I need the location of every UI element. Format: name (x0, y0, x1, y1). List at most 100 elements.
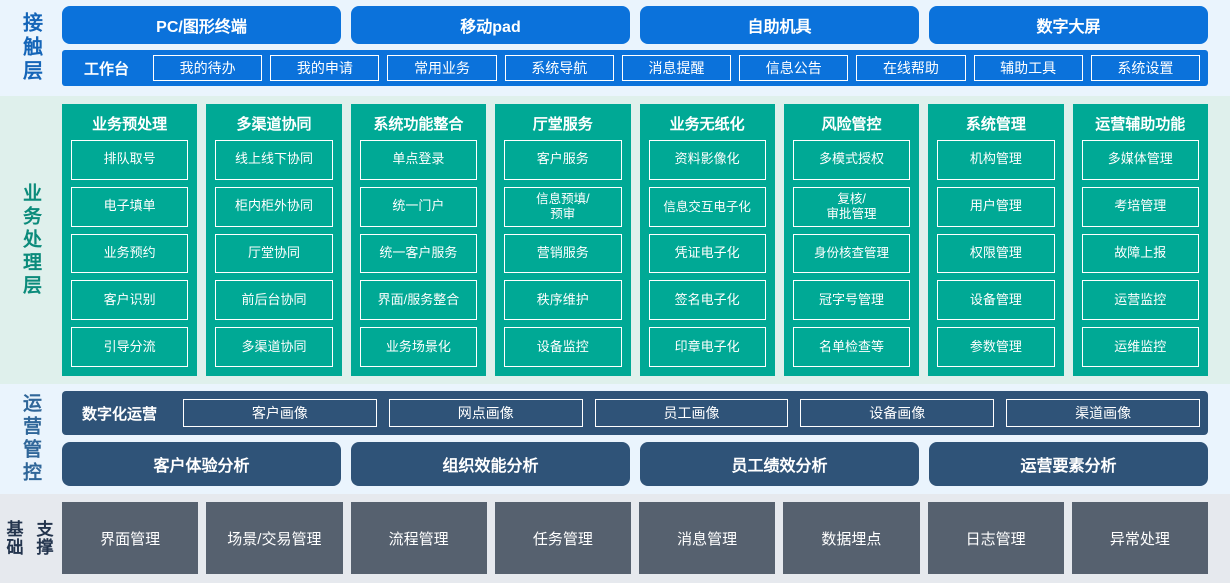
foundation-layer-body: 界面管理 场景/交易管理 流程管理 任务管理 消息管理 数据埋点 日志管理 异常… (60, 494, 1230, 583)
channel-self-service[interactable]: 自助机具 (640, 6, 919, 44)
biz-column-items: 线上线下协同 柜内柜外协同 厅堂协同 前后台协同 多渠道协同 (215, 140, 333, 367)
biz-item-device-monitoring[interactable]: 设备监控 (504, 327, 622, 367)
foundation-message-management[interactable]: 消息管理 (639, 502, 776, 574)
business-columns: 业务预处理 排队取号 电子填单 业务预约 客户识别 引导分流 多渠道协同 线上线… (62, 104, 1208, 376)
biz-item-sso[interactable]: 单点登录 (359, 140, 478, 180)
foundation-task-management[interactable]: 任务管理 (494, 502, 631, 574)
biz-item-document-imaging[interactable]: 资料影像化 (648, 140, 766, 180)
biz-item-device-management[interactable]: 设备管理 (937, 280, 1055, 321)
workbench-item-my-todo[interactable]: 我的待办 (153, 55, 263, 81)
workbench-item-message-alert[interactable]: 消息提醒 (621, 55, 732, 81)
biz-item-maintenance-monitoring[interactable]: 运维监控 (1081, 327, 1199, 367)
workbench-item-system-nav[interactable]: 系统导航 (504, 55, 614, 81)
biz-column-operation-support: 运营辅助功能 多媒体管理 考培管理 故障上报 运营监控 运维监控 (1072, 104, 1208, 376)
workbench-item-system-settings[interactable]: 系统设置 (1090, 55, 1200, 81)
biz-item-business-scenario[interactable]: 业务场景化 (359, 327, 478, 367)
profile-item-device[interactable]: 设备画像 (800, 399, 995, 427)
biz-item-online-offline-collab[interactable]: 线上线下协同 (215, 140, 333, 180)
biz-item-lobby-collab[interactable]: 厅堂协同 (215, 233, 333, 274)
biz-item-e-form[interactable]: 电子填单 (71, 186, 189, 227)
biz-item-parameter-management[interactable]: 参数管理 (937, 327, 1055, 367)
biz-item-order-maintenance[interactable]: 秩序维护 (504, 280, 622, 321)
biz-item-counter-collab[interactable]: 柜内柜外协同 (215, 186, 333, 227)
biz-item-marketing-service[interactable]: 营销服务 (504, 233, 622, 274)
biz-item-customer-identify[interactable]: 客户识别 (71, 280, 189, 321)
biz-item-review-approval[interactable]: 复核/审批管理 (792, 186, 911, 227)
biz-column-lobby-service: 厅堂服务 客户服务 信息预填/预审 营销服务 秩序维护 设备监控 (495, 104, 631, 376)
digital-operations-bar: 数字化运营 客户画像 网点画像 员工画像 设备画像 渠道画像 (62, 391, 1208, 435)
biz-item-identity-verification[interactable]: 身份核查管理 (792, 233, 911, 274)
biz-column-title: 业务预处理 (92, 116, 168, 133)
biz-item-seal-digital[interactable]: 印章电子化 (648, 327, 766, 367)
biz-item-appointment[interactable]: 业务预约 (71, 233, 189, 274)
biz-item-multichannel-collab[interactable]: 多渠道协同 (215, 327, 333, 367)
biz-column-risk-control: 风险管控 多模式授权 复核/审批管理 身份核查管理 冠字号管理 名单检查等 (783, 104, 920, 376)
foundation-log-management[interactable]: 日志管理 (927, 502, 1064, 574)
channel-mobile-pad[interactable]: 移动pad (351, 6, 630, 44)
workbench-item-online-help[interactable]: 在线帮助 (856, 55, 966, 81)
profile-item-channel[interactable]: 渠道画像 (1006, 399, 1200, 427)
foundation-ui-management[interactable]: 界面管理 (62, 502, 199, 574)
biz-item-serial-number-mgmt[interactable]: 冠字号管理 (792, 280, 911, 321)
profile-item-employee[interactable]: 员工画像 (594, 399, 789, 427)
biz-item-fault-reporting[interactable]: 故障上报 (1081, 233, 1199, 274)
biz-item-training-management[interactable]: 考培管理 (1081, 186, 1199, 227)
foundation-process-management[interactable]: 流程管理 (350, 502, 487, 574)
workbench-item-common-business[interactable]: 常用业务 (387, 55, 497, 81)
contact-layer-label-text: 接触层 (19, 12, 42, 84)
biz-item-unified-customer-service[interactable]: 统一客户服务 (359, 233, 478, 274)
biz-item-voucher-digital[interactable]: 凭证电子化 (648, 233, 766, 274)
biz-item-permission-management[interactable]: 权限管理 (937, 233, 1055, 274)
biz-column-title: 系统功能整合 (373, 116, 464, 133)
biz-column-items: 客户服务 信息预填/预审 营销服务 秩序维护 设备监控 (504, 140, 622, 367)
operations-layer-body: 数字化运营 客户画像 网点画像 员工画像 设备画像 渠道画像 客户体验分析 组织… (60, 384, 1230, 494)
biz-item-pre-fill-review[interactable]: 信息预填/预审 (504, 186, 622, 227)
biz-item-info-exchange-digital[interactable]: 信息交互电子化 (648, 186, 766, 227)
foundation-exception-handling[interactable]: 异常处理 (1071, 502, 1208, 574)
business-layer-label-text: 业务处理层 (19, 182, 41, 298)
operations-layer-band: 运营管控 数字化运营 客户画像 网点画像 员工画像 设备画像 渠道画像 客户体验… (0, 384, 1230, 494)
biz-item-ui-service-integration[interactable]: 界面/服务整合 (359, 280, 478, 321)
biz-item-org-management[interactable]: 机构管理 (937, 140, 1055, 180)
biz-item-guide-diversion[interactable]: 引导分流 (71, 327, 189, 367)
biz-item-multimedia-management[interactable]: 多媒体管理 (1081, 140, 1199, 180)
biz-item-unified-portal[interactable]: 统一门户 (359, 186, 478, 227)
biz-item-signature-digital[interactable]: 签名电子化 (648, 280, 766, 321)
workbench-item-my-application[interactable]: 我的申请 (270, 55, 380, 81)
biz-column-items: 多媒体管理 考培管理 故障上报 运营监控 运维监控 (1081, 140, 1199, 367)
biz-item-user-management[interactable]: 用户管理 (937, 186, 1055, 227)
biz-item-front-back-collab[interactable]: 前后台协同 (215, 280, 333, 321)
analysis-employee-performance[interactable]: 员工绩效分析 (640, 442, 919, 486)
foundation-data-tracking[interactable]: 数据埋点 (783, 502, 920, 574)
biz-column-title: 业务无纸化 (669, 116, 745, 133)
contact-layer-label: 接触层 (0, 0, 60, 96)
foundation-scenario-transaction[interactable]: 场景/交易管理 (206, 502, 343, 574)
biz-item-list-check[interactable]: 名单检查等 (792, 327, 911, 367)
business-layer-label: 业务处理层 (0, 96, 60, 384)
workbench-item-announcement[interactable]: 信息公告 (739, 55, 849, 81)
workbench-title: 工作台 (84, 60, 130, 78)
workbench-bar: 工作台 我的待办 我的申请 常用业务 系统导航 消息提醒 信息公告 在线帮助 辅… (62, 50, 1208, 86)
analysis-customer-experience[interactable]: 客户体验分析 (62, 442, 341, 486)
channel-row: PC/图形终端 移动pad 自助机具 数字大屏 (62, 6, 1208, 44)
biz-item-operation-monitoring[interactable]: 运营监控 (1081, 280, 1199, 321)
biz-column-title: 厅堂服务 (532, 116, 593, 133)
channel-digital-screen[interactable]: 数字大屏 (929, 6, 1208, 44)
digital-operations-title: 数字化运营 (82, 405, 158, 423)
analysis-operational-factors[interactable]: 运营要素分析 (929, 442, 1208, 486)
workbench-item-aux-tools[interactable]: 辅助工具 (973, 55, 1083, 81)
foundation-row: 界面管理 场景/交易管理 流程管理 任务管理 消息管理 数据埋点 日志管理 异常… (62, 502, 1208, 574)
biz-item-queue-number[interactable]: 排队取号 (71, 140, 189, 180)
profile-item-customer[interactable]: 客户画像 (183, 399, 377, 427)
biz-column-items: 资料影像化 信息交互电子化 凭证电子化 签名电子化 印章电子化 (648, 140, 766, 367)
profile-item-branch[interactable]: 网点画像 (388, 399, 583, 427)
analysis-organizational-efficiency[interactable]: 组织效能分析 (351, 442, 630, 486)
biz-column-items: 机构管理 用户管理 权限管理 设备管理 参数管理 (937, 140, 1055, 367)
biz-item-multimode-auth[interactable]: 多模式授权 (792, 140, 911, 180)
channel-pc[interactable]: PC/图形终端 (62, 6, 341, 44)
biz-column-preprocessing: 业务预处理 排队取号 电子填单 业务预约 客户识别 引导分流 (62, 104, 198, 376)
biz-item-customer-service[interactable]: 客户服务 (504, 140, 622, 180)
business-layer-body: 业务预处理 排队取号 电子填单 业务预约 客户识别 引导分流 多渠道协同 线上线… (60, 96, 1230, 384)
contact-layer-body: PC/图形终端 移动pad 自助机具 数字大屏 工作台 我的待办 我的申请 常用… (60, 0, 1230, 96)
